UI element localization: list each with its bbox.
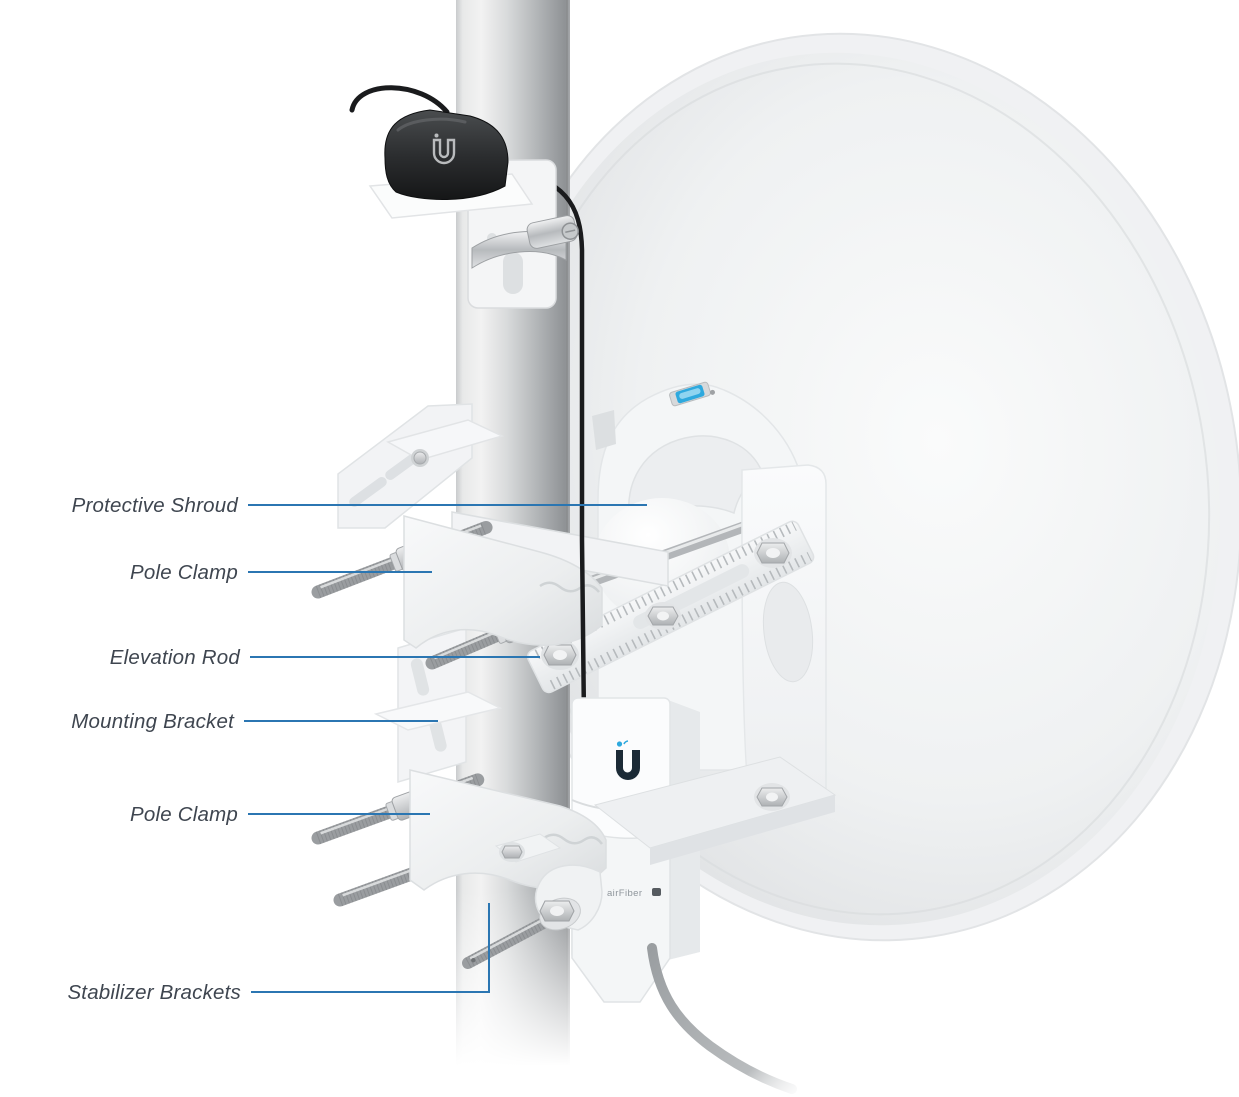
callout-pole-clamp-upper: Pole Clamp: [130, 561, 432, 584]
callouts: Protective Shroud Pole Clamp Elevation R…: [67, 494, 647, 1004]
callout-label: Pole Clamp: [130, 561, 238, 584]
elevation-rod-assembly: [526, 520, 815, 694]
hose-clamp-screw-housing: [526, 215, 579, 249]
wing-slot: [349, 477, 387, 507]
callout-label: Stabilizer Brackets: [67, 981, 241, 1004]
brand-label: airFiber: [607, 888, 642, 899]
shelf-bolt: [754, 783, 790, 811]
gps-cable-loop: [349, 85, 450, 115]
support-shelf-front: [650, 795, 835, 865]
callout-mounting-bracket: Mounting Bracket: [71, 710, 438, 733]
frame-cutout: [762, 581, 814, 683]
gps-bracket-teardrop-hole: [503, 252, 523, 294]
wing-bolt: [411, 449, 429, 467]
clamp-teeth: [539, 581, 600, 593]
elevation-bolt: [541, 640, 579, 670]
callout-label: Protective Shroud: [72, 494, 239, 517]
callout-pole-clamp-lower: Pole Clamp: [130, 803, 430, 826]
stabilizer-brackets: [462, 833, 603, 969]
pole-clamp-lower: [311, 769, 607, 907]
callout-protective-shroud: Protective Shroud: [72, 494, 647, 517]
gps-antenna-assembly: [349, 85, 579, 309]
stabilizer-nut: [539, 900, 575, 922]
shroud-side-tab: [592, 410, 616, 450]
leader-line: [251, 903, 490, 993]
clamp-body: [403, 515, 603, 649]
arm-bolt: [645, 602, 681, 630]
ubiquiti-u-icon: [432, 133, 456, 165]
callout-label: Mounting Bracket: [71, 710, 235, 733]
gps-puck-highlight: [396, 117, 467, 132]
clamp-teeth: [543, 833, 604, 845]
bracket-slot: [410, 658, 430, 696]
callout-elevation-rod: Elevation Rod: [110, 646, 540, 669]
bubble-level-icon: [669, 381, 716, 407]
arm-pivot-bolt: [754, 538, 792, 568]
brand-label-badge: [652, 888, 661, 896]
callout-stabilizer-brackets: Stabilizer Brackets: [67, 903, 490, 1004]
mounting-bracket-upper-wing: [337, 403, 505, 529]
pole-clamp-upper: [311, 511, 669, 670]
bracket-slot: [429, 718, 447, 752]
stabilizer-upper-nut: [499, 842, 525, 862]
callout-label: Pole Clamp: [130, 803, 238, 826]
callout-label: Elevation Rod: [110, 646, 241, 669]
gray-cable: [647, 943, 797, 1094]
ubiquiti-u-icon: [616, 740, 640, 780]
